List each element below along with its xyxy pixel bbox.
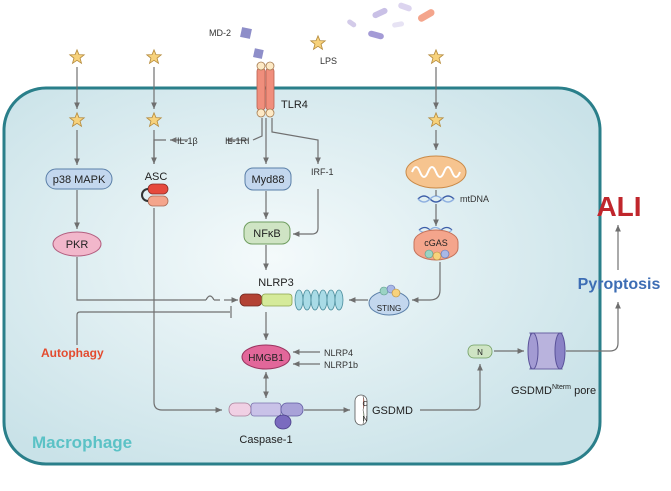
hmgb1-label: HMGB1 [248,353,284,364]
md2-shape [240,27,252,39]
sting-label: STING [377,304,401,313]
hmgb1-box [241,344,291,370]
sting-icon [368,284,410,316]
nlrp3-complex [239,289,344,311]
pkr-box [52,231,102,257]
asc-icon [141,183,169,207]
pkr-label: PKR [66,239,89,251]
tlr4-receptor [256,61,275,118]
il1ri-label: IL-1RI [225,136,250,146]
asc-caspase-path [153,208,222,413]
nlrp3-label: NLRP3 [258,277,293,289]
gsdmd-n-label: N [362,416,367,423]
asc-label: ASC [145,171,168,183]
mitochondrion-icon [405,155,467,189]
autophagy-label: Autophagy [41,346,104,360]
n-terminal-box [467,344,493,359]
nfkb-label: NFκB [253,228,281,240]
pore-to-pyroptosis-path [566,302,621,352]
gsdmd-icon [354,394,368,426]
star-ligand-icon [69,49,85,64]
pore-label: GSDMDNterm pore [511,384,596,397]
tlr4-label: TLR4 [281,99,308,111]
myd88-label: Myd88 [251,174,284,186]
caspase1-label: Caspase-1 [239,434,292,446]
arrow-group [74,67,439,165]
caspase1-complex [228,402,304,430]
nlrp4-label: NLRP4 [324,348,353,358]
line-hop [205,295,215,301]
md2-label: MD-2 [209,28,231,38]
gsdmd-to-n-path [420,364,483,411]
ali-label: ALI [596,191,641,222]
n-terminal-label: N [477,348,483,357]
il1b-label: IL-1β [177,136,198,146]
star-ligand-icon [146,49,162,64]
pyroptosis-label: Pyroptosis [578,276,661,293]
cgas-icon [413,229,459,261]
tlr4-arrows [153,118,321,164]
cgas-label: cGAS [424,238,448,248]
nfkb-box [243,221,291,245]
nlrp1b-label: NLRP1b [324,360,358,370]
md2-bound-shape [253,48,264,59]
mtdna-label: mtDNA [460,194,489,204]
p38-mapk-box [45,168,113,190]
star-ligand-icon [428,49,444,64]
lps-label: LPS [320,56,337,66]
lps-bacteria-icon [347,2,435,40]
macrophage-label: Macrophage [32,433,132,452]
irf1-label: IRF-1 [311,167,334,177]
membrane-pore-icon [527,332,566,370]
gsdmd-label: GSDMD [372,405,413,417]
p38-mapk-label: p38 MAPK [53,174,106,186]
star-ligand-icon [310,35,326,50]
gsdmd-c-label: C [362,401,367,408]
myd88-box [244,167,292,191]
